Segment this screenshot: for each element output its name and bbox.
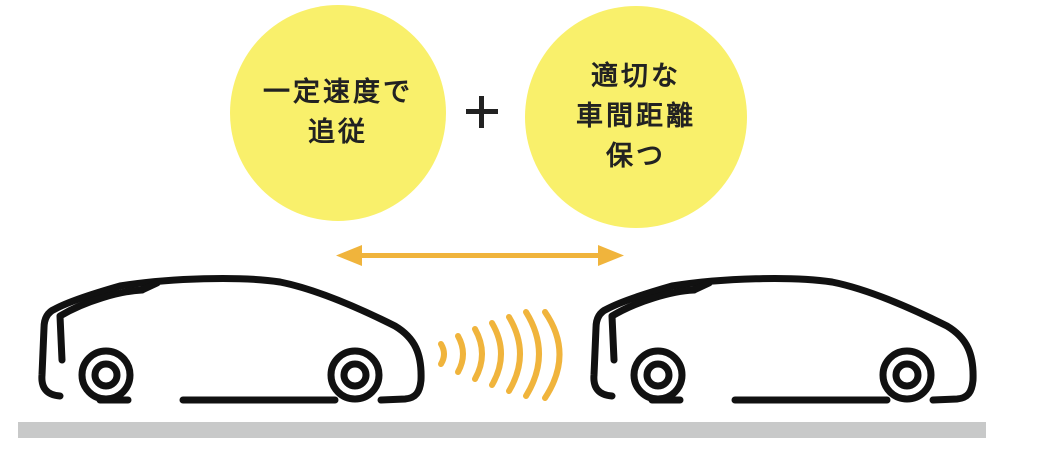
bubble-text-line: 車間距離 <box>576 101 696 132</box>
car-icon <box>38 275 425 404</box>
radar-wave-icon <box>438 309 563 401</box>
double-arrow-icon <box>336 245 624 266</box>
bubble-text-line: 適切な <box>591 61 681 92</box>
car-icon <box>590 275 977 404</box>
following-distance-bubble: 適切な 車間距離 保つ <box>525 6 747 228</box>
constant-speed-bubble: 一定速度で 追従 <box>230 5 446 221</box>
bubble-text-line: 追従 <box>308 117 368 148</box>
road <box>18 422 986 438</box>
plus-icon <box>466 96 498 128</box>
bubble-text-line: 一定速度で <box>263 77 413 108</box>
bubble-text-line: 保つ <box>606 141 666 172</box>
